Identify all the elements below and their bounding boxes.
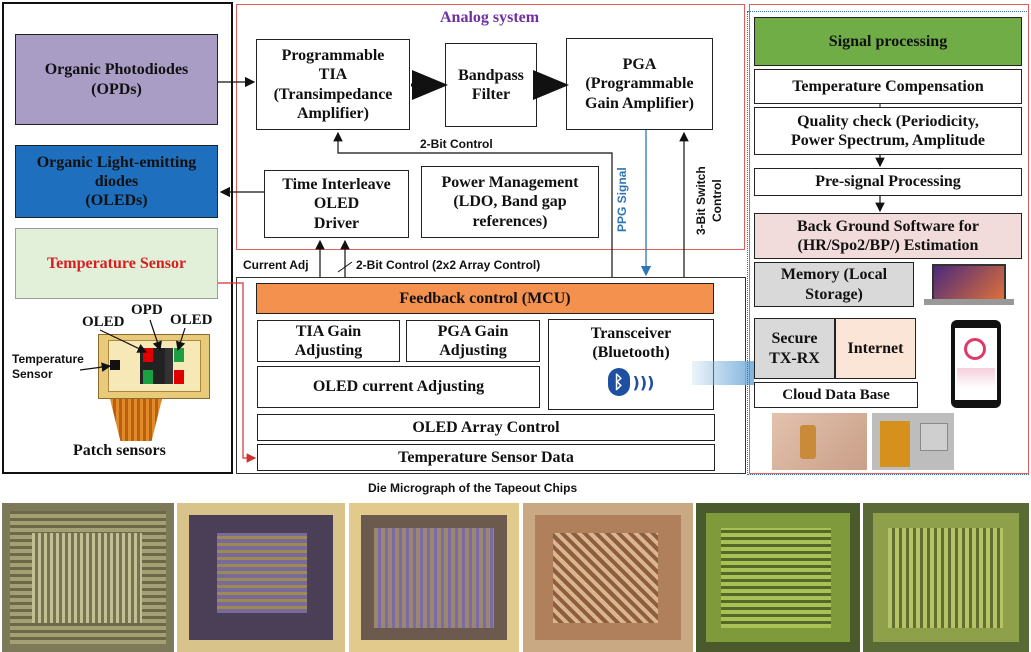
internet-block: Internet bbox=[835, 318, 916, 379]
die-micrograph-6 bbox=[863, 503, 1029, 652]
temp-compensation-block: Temperature Compensation bbox=[754, 69, 1022, 104]
temperature-sensor-block: Temperature Sensor bbox=[15, 228, 218, 299]
oled-red-right bbox=[174, 370, 184, 384]
patch-oled-label-right: OLED bbox=[170, 312, 213, 328]
pga-block: PGA (Programmable Gain Amplifier) bbox=[566, 38, 713, 130]
temp-chip bbox=[110, 360, 120, 370]
oled-green-left bbox=[143, 370, 153, 384]
patch-leader-lines bbox=[79, 319, 186, 372]
laptop-image bbox=[922, 262, 1022, 307]
two-bit-control-label: 2-Bit Control bbox=[420, 137, 493, 151]
tia-gain-block: TIA Gain Adjusting bbox=[257, 320, 400, 362]
signal-processing-outer bbox=[749, 4, 1029, 474]
oled-red-left bbox=[143, 348, 153, 362]
current-adj-label: Current Adj bbox=[243, 258, 309, 272]
die-micrograph-5 bbox=[696, 503, 860, 652]
opd-block: Organic Photodiodes (OPDs) bbox=[15, 34, 218, 125]
patch-opd-label: OPD bbox=[131, 302, 163, 318]
die-micrograph-1 bbox=[2, 503, 174, 652]
transceiver-label: Transceiver (Bluetooth) bbox=[590, 325, 672, 362]
patch-oled-label-left: OLED bbox=[82, 314, 125, 330]
oled-array-control-block: OLED Array Control bbox=[257, 414, 715, 441]
pga-gain-block: PGA Gain Adjusting bbox=[406, 320, 540, 362]
patch-caption: Patch sensors bbox=[73, 442, 166, 459]
wrist-photo bbox=[772, 413, 867, 470]
die-micrograph-3 bbox=[349, 503, 519, 652]
transceiver-block: Transceiver (Bluetooth) ᛒ ))) bbox=[548, 319, 714, 410]
power-management-block: Power Management (LDO, Band gap referenc… bbox=[421, 166, 599, 238]
oled-current-block: OLED current Adjusting bbox=[257, 366, 540, 408]
oled-green-right bbox=[174, 348, 184, 362]
tia-block: Programmable TIA (Transimpedance Amplifi… bbox=[256, 39, 410, 130]
cloud-database-block: Cloud Data Base bbox=[754, 382, 918, 408]
signal-processing-title: Signal processing bbox=[754, 17, 1022, 66]
temp-sensor-to-mcu-line bbox=[218, 282, 257, 463]
two-bit-array-label: 2-Bit Control (2x2 Array Control) bbox=[356, 258, 541, 272]
bandpass-filter-block: Bandpass Filter bbox=[445, 43, 537, 127]
memory-block: Memory (Local Storage) bbox=[754, 262, 914, 307]
oled-block: Organic Light-emitting diodes (OLEDs) bbox=[15, 145, 218, 218]
temperature-data-block: Temperature Sensor Data bbox=[257, 444, 715, 471]
quality-check-block: Quality check (Periodicity, Power Spectr… bbox=[754, 107, 1022, 155]
die-micrograph-2 bbox=[177, 503, 345, 652]
secure-txrx-block: Secure TX-RX bbox=[754, 318, 835, 379]
die-micrograph-4 bbox=[523, 503, 693, 652]
die-micrograph-title: Die Micrograph of the Tapeout Chips bbox=[368, 481, 578, 495]
pre-signal-processing-block: Pre-signal Processing bbox=[754, 168, 1022, 196]
oled-driver-block: Time Interleave OLED Driver bbox=[264, 170, 409, 238]
bluetooth-icon: ᛒ ))) bbox=[607, 368, 654, 397]
analog-system-title: Analog system bbox=[440, 9, 540, 26]
patch-photo bbox=[872, 413, 954, 470]
background-software-block: Back Ground Software for (HR/Spo2/BP/) E… bbox=[754, 213, 1022, 259]
two-bit-control-line bbox=[333, 131, 613, 277]
smartphone-image bbox=[951, 320, 1001, 408]
patch-temperature-label: Temperature Sensor bbox=[12, 352, 84, 381]
wireless-beam bbox=[692, 361, 754, 385]
array-control-line bbox=[337, 239, 353, 277]
feedback-control-block: Feedback control (MCU) bbox=[256, 283, 714, 314]
opd-die-right bbox=[165, 348, 173, 384]
analog-system-frame bbox=[236, 4, 745, 250]
left-panel bbox=[2, 2, 233, 474]
